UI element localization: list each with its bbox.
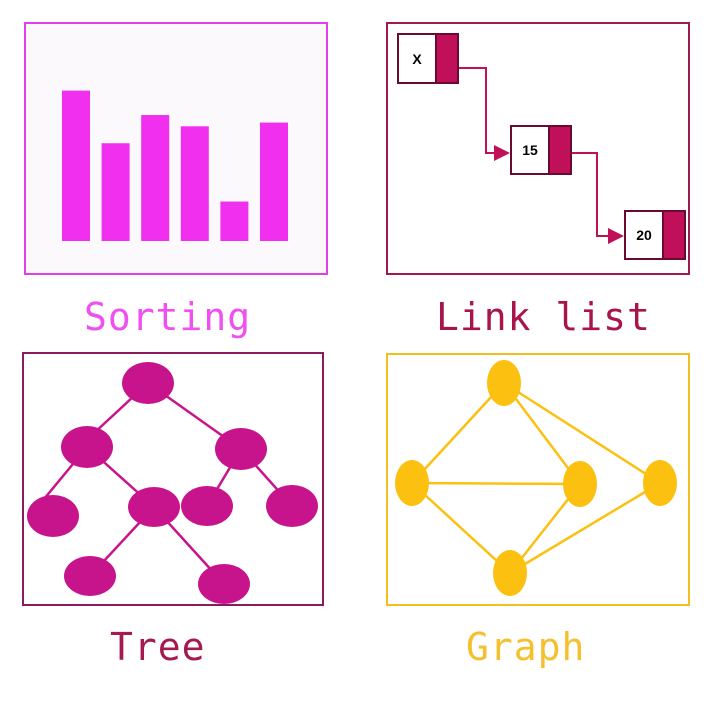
graph-caption: Graph — [466, 625, 586, 669]
tree-node — [266, 485, 318, 527]
graph-node — [487, 360, 521, 406]
node-pointer — [548, 127, 570, 173]
linklist-caption: Link list — [436, 295, 651, 339]
sorting-bar — [180, 126, 209, 241]
sorting-bar — [62, 90, 90, 241]
graph-node — [493, 550, 527, 596]
graph-edge — [411, 382, 505, 484]
sorting-bar — [101, 143, 130, 241]
tree-node — [64, 556, 116, 596]
node-value: 15 — [512, 127, 548, 173]
linked-list-node: 15 — [510, 125, 572, 175]
node-pointer — [435, 35, 457, 82]
link-arrow-1 — [459, 67, 510, 161]
graph-diagram — [395, 360, 677, 596]
node-pointer — [662, 212, 684, 258]
graph-node — [643, 460, 677, 506]
tree-node — [198, 564, 250, 604]
tree-node — [27, 495, 79, 537]
linklist-panel: X 15 20 — [386, 22, 690, 275]
graph-node — [395, 460, 429, 506]
tree-panel — [22, 352, 324, 606]
sorting-bar-chart — [62, 90, 288, 241]
linked-list-node: X — [397, 33, 459, 84]
tree-caption: Tree — [110, 625, 206, 669]
sorting-bar — [220, 201, 249, 241]
tree-node — [61, 426, 113, 468]
link-arrow-2 — [572, 152, 624, 244]
sorting-caption: Sorting — [84, 295, 252, 339]
sorting-bar — [260, 122, 288, 241]
graph-panel — [386, 353, 690, 606]
linklist-arrows — [459, 67, 624, 244]
sorting-bar — [141, 115, 170, 241]
node-value: 20 — [626, 212, 662, 258]
graph-edge — [411, 482, 511, 574]
graph-edge — [509, 481, 661, 575]
tree-node — [181, 486, 233, 526]
graph-node — [563, 461, 597, 507]
linked-list-node: 20 — [624, 210, 686, 260]
sorting-panel — [24, 22, 328, 275]
graph-edge — [503, 382, 581, 485]
node-value: X — [399, 35, 435, 82]
graph-edge — [503, 381, 661, 485]
tree-node — [122, 362, 174, 404]
tree-node — [128, 487, 180, 527]
tree-node — [215, 428, 267, 470]
tree-diagram — [27, 362, 318, 604]
graph-edge — [411, 481, 581, 486]
